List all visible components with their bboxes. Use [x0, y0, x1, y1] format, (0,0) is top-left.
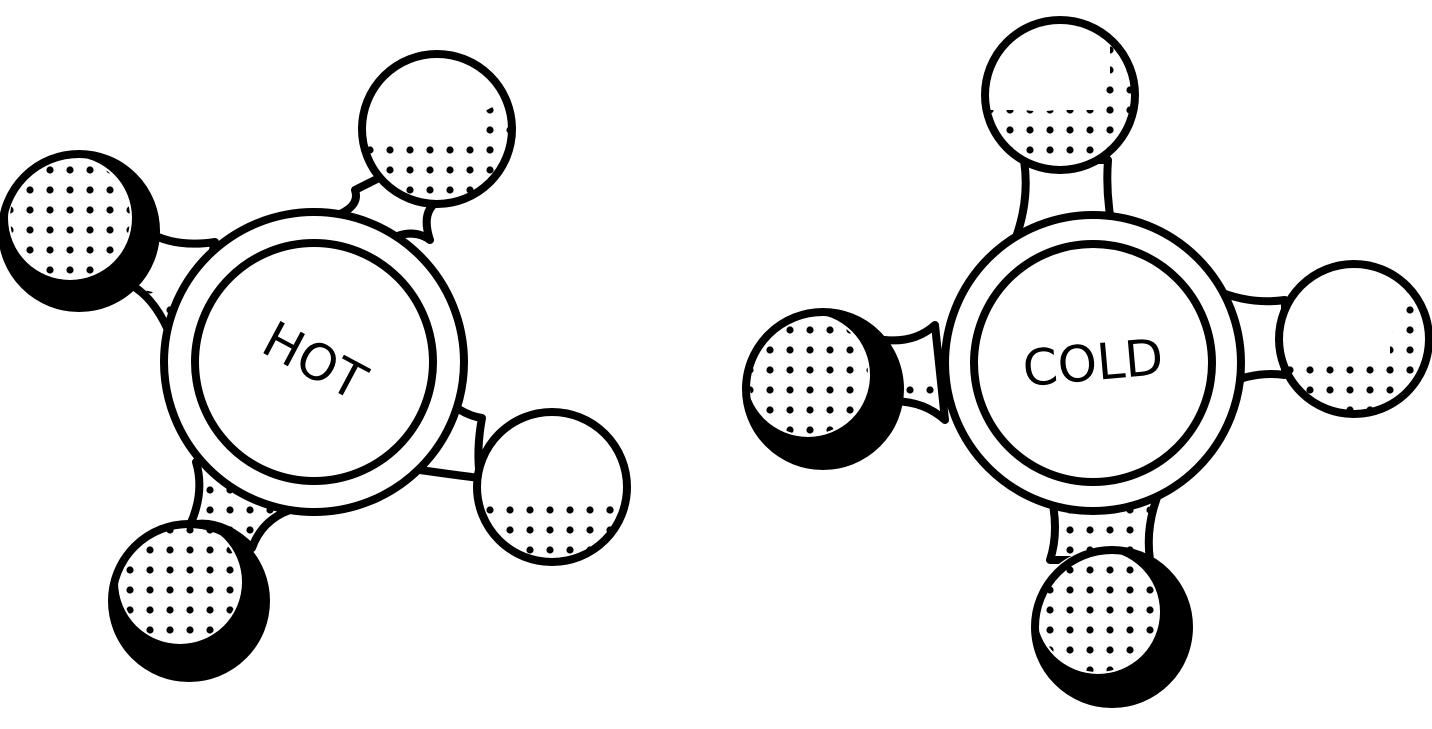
- cold-label: COLD: [1020, 328, 1165, 398]
- cold-handle-knob-bottom: [1031, 546, 1193, 708]
- cold-handle-knob-top: [981, 16, 1139, 174]
- cold-handle-knob-right: [1275, 260, 1432, 418]
- cold-handle-hub: [941, 211, 1245, 515]
- hot-handle-knob-top-right: [358, 50, 516, 208]
- hot-handle-knob-bottom: [108, 520, 270, 682]
- cold-handle-knob-left: [742, 308, 904, 470]
- hot-handle-hub: [160, 208, 468, 516]
- hot-handle-knob-right: [473, 408, 631, 566]
- hot-handle-knob-left: [0, 150, 160, 312]
- hot-water-tap-handle-icon: HOT: [0, 50, 631, 682]
- cold-water-tap-handle-icon: COLD: [742, 16, 1432, 708]
